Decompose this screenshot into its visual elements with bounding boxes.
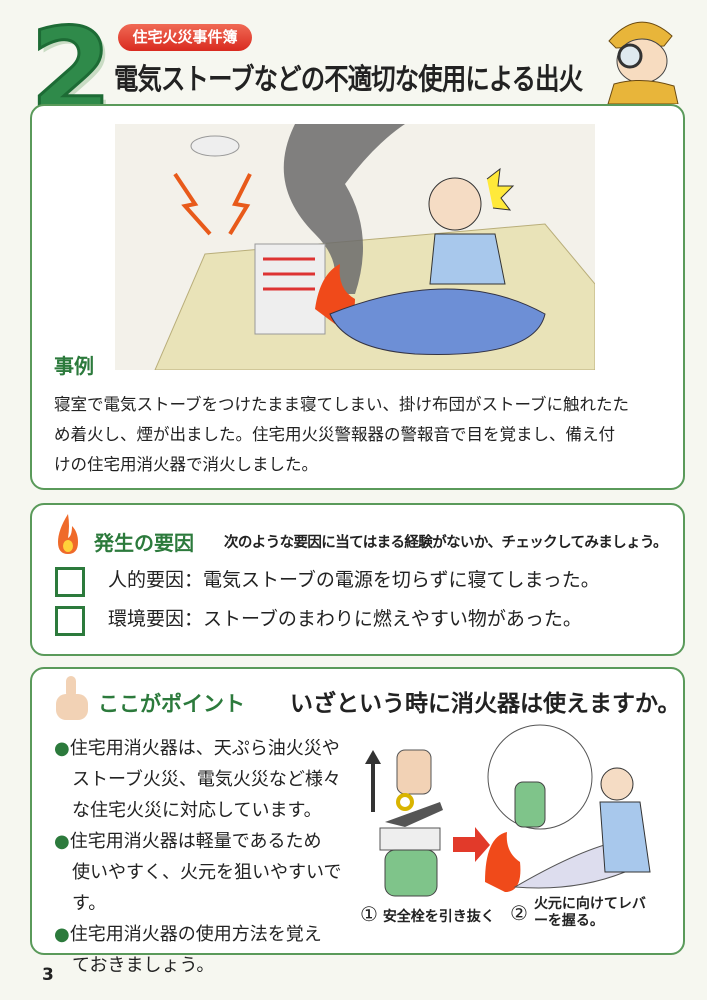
bullet-line: な住宅火災に対応しています。: [72, 800, 322, 821]
case-line: め着火し、煙が出ました。住宅用火災警報器の警報音で目を覚まし、備え付: [54, 425, 615, 444]
bedroom-fire-illustration: [115, 124, 595, 370]
point-heading: ここがポイント: [98, 692, 245, 716]
point-question: いざという時に消火器は使えますか。: [290, 691, 681, 717]
smoke-alarm-icon: [190, 135, 240, 157]
bullet-line: ストーブ火災、電気火災など様々: [72, 769, 341, 790]
causes-prompt: 次のような要因に当てはまる経験がないか、チェックしてみましょう。: [224, 535, 668, 551]
cause-human-factor: 人的要因：電気ストーブの電源を切らずに寝てしまった。: [108, 569, 600, 591]
magnifier-icon: [617, 43, 643, 69]
page-title: 電気ストーブなどの不適切な使用による出火: [114, 62, 583, 96]
extinguisher-icon: [384, 849, 438, 897]
bullet-line: ておきましょう。: [72, 955, 215, 976]
cause-environment-factor: 環境要因：ストーブのまわりに燃えやすい物があった。: [108, 608, 582, 630]
checkbox-environment-factor[interactable]: [55, 606, 85, 636]
bullet-line: ●住宅用消火器は、天ぷら油火災や: [54, 738, 340, 759]
flame-icon: [58, 514, 78, 554]
case-label: 事例: [54, 354, 94, 378]
series-badge: 住宅火災事件簿: [118, 24, 252, 51]
page-number: 3: [42, 965, 54, 985]
fire-icon: [485, 832, 521, 892]
right-arrow-icon: [453, 827, 490, 862]
detective-illustration: [607, 21, 679, 104]
point-bullets: ●住宅用消火器は、天ぷら油火災や ストーブ火災、電気火災など様々 な住宅火災に対…: [54, 733, 354, 981]
step-2: ② 火元に向けてレバーを握る。: [510, 896, 646, 929]
pointing-finger-icon: [56, 676, 88, 720]
checkbox-human-factor[interactable]: [55, 567, 85, 597]
extinguisher-usage-illustration: [365, 724, 651, 897]
bullet-line: 使いやすく、火元を狙いやすいです。: [72, 862, 342, 914]
bullet-line: ●住宅用消火器は軽量であるため: [54, 831, 322, 852]
case-line: けの住宅用消火器で消火しました。: [54, 455, 318, 474]
causes-panel: [30, 503, 685, 656]
bullet-line: ●住宅用消火器の使用方法を覚え: [54, 924, 322, 945]
causes-heading: 発生の要因: [94, 531, 194, 555]
case-description: 寝室で電気ストーブをつけたまま寝てしまい、掛け布団がストーブに触れたた め着火し…: [54, 390, 674, 480]
step-1: ① 安全栓を引き抜く: [360, 902, 495, 926]
case-line: 寝室で電気ストーブをつけたまま寝てしまい、掛け布団がストーブに触れたた: [54, 395, 630, 414]
